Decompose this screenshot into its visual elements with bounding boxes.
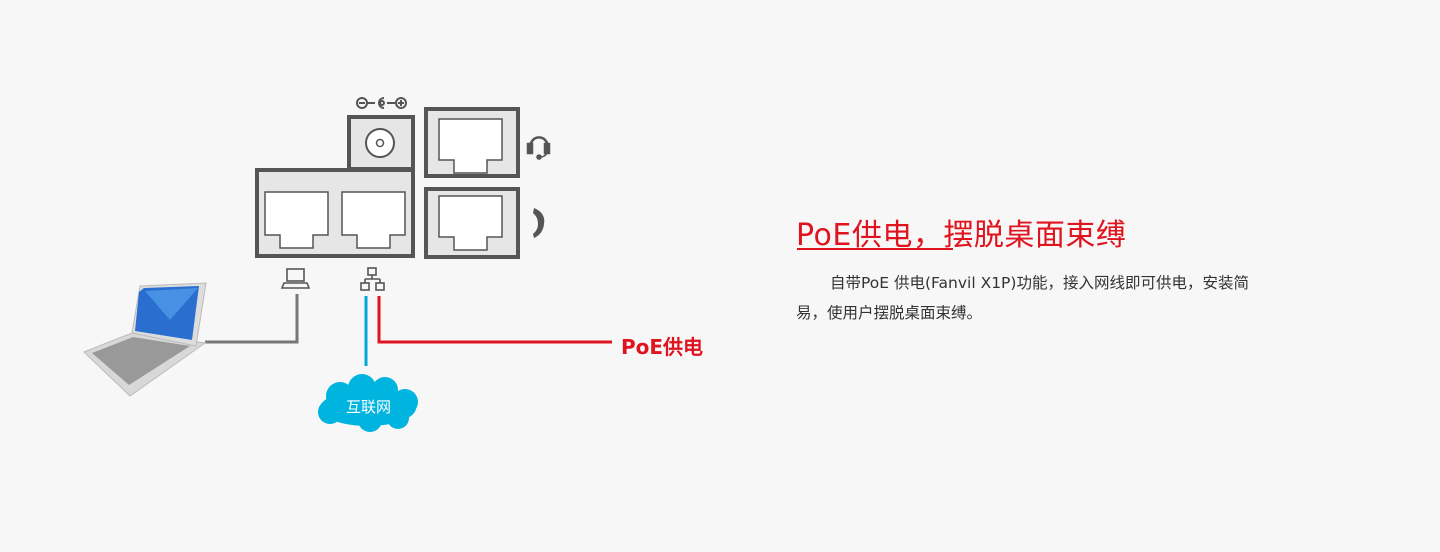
headset-port	[424, 107, 520, 178]
cloud-icon	[318, 374, 418, 432]
page-title: PoE供电，摆脱桌面束缚	[796, 218, 1127, 253]
poe-power-label: PoE供电	[621, 335, 704, 359]
power-port	[347, 115, 415, 171]
title-underline	[797, 248, 953, 250]
feature-description: 自带PoE 供电(Fanvil X1P)功能，接入网线即可供电，安装简易，使用户…	[796, 274, 1249, 322]
pc-cable	[205, 294, 299, 344]
headset-icon	[526, 136, 551, 160]
handset-icon	[533, 208, 545, 238]
pc-icon	[280, 268, 311, 289]
internet-label: 互联网	[346, 398, 392, 416]
network-icon	[360, 267, 385, 291]
lan-ports	[255, 168, 415, 258]
handset-port	[424, 187, 520, 259]
laptop-icon	[83, 282, 207, 397]
power-jack-icon	[356, 97, 407, 109]
poe-cable	[377, 296, 612, 344]
